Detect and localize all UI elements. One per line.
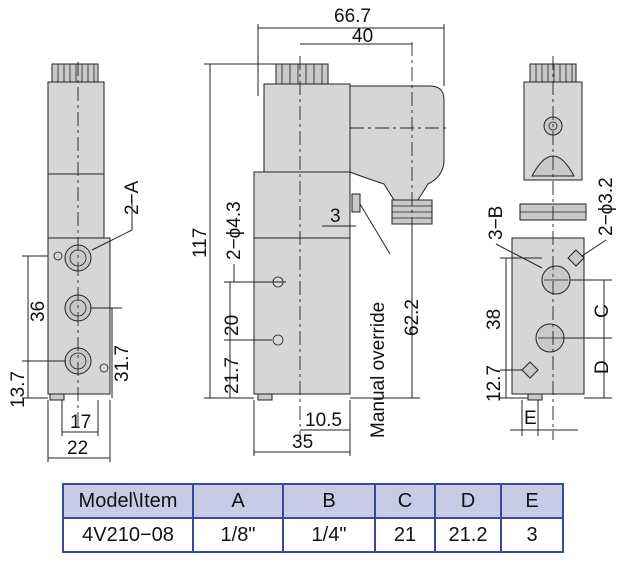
cell-b: 1/4" [282, 517, 376, 553]
dim-20: 20 [222, 315, 243, 336]
table-row: 4V210−08 1/8" 1/4" 21 21.2 3 [62, 517, 564, 553]
port-a-label: 2−A [122, 180, 143, 215]
hole-spec-right: 2−ϕ3.2 [596, 177, 617, 236]
dim-17: 17 [70, 412, 91, 433]
front-view: 2−A 36 13.7 31.7 17 22 [8, 62, 143, 462]
mount-hole-spec: 2−ϕ4.3 [224, 201, 245, 260]
letter-c: C [592, 304, 613, 318]
dim-117: 117 [190, 228, 211, 258]
dim-3-override: 3 [330, 206, 341, 227]
dim-22: 22 [67, 438, 88, 459]
rear-view: 3−B 2−ϕ3.2 38 12.7 C D E [484, 56, 617, 440]
dim-36: 36 [28, 301, 49, 322]
dim-62-2: 62.2 [402, 299, 423, 336]
header-model-item: Model\Item [62, 483, 194, 519]
letter-d: D [592, 360, 613, 374]
cell-a: 1/8" [192, 517, 284, 553]
table-header-row: Model\Item A B C D E [62, 483, 564, 519]
spec-table: Model\Item A B C D E 4V210−08 1/8" 1/4" … [62, 483, 564, 553]
side-view: 66.7 40 117 2−ϕ4.3 20 21.7 3 Manual over… [190, 6, 448, 456]
dim-40: 40 [352, 26, 373, 47]
letter-e: E [524, 408, 537, 429]
header-e: E [500, 483, 564, 519]
cell-c: 21 [374, 517, 436, 553]
dim-12-7: 12.7 [484, 365, 505, 402]
header-b: B [282, 483, 376, 519]
port-b-label: 3−B [486, 206, 507, 240]
dim-10-5: 10.5 [305, 410, 342, 431]
header-a: A [192, 483, 284, 519]
cell-model: 4V210−08 [62, 517, 194, 553]
dim-21-7: 21.7 [222, 357, 243, 394]
dim-38: 38 [484, 309, 505, 330]
header-c: C [374, 483, 436, 519]
cell-e: 3 [500, 517, 564, 553]
manual-override-label: Manual override [368, 302, 389, 438]
cell-d: 21.2 [434, 517, 502, 553]
dim-66-7: 66.7 [334, 6, 371, 27]
header-d: D [434, 483, 502, 519]
technical-drawing: 2−A 36 13.7 31.7 17 22 [8, 6, 617, 462]
dim-13-7: 13.7 [8, 371, 29, 408]
dim-35: 35 [292, 432, 313, 453]
dim-31-7: 31.7 [112, 345, 133, 382]
